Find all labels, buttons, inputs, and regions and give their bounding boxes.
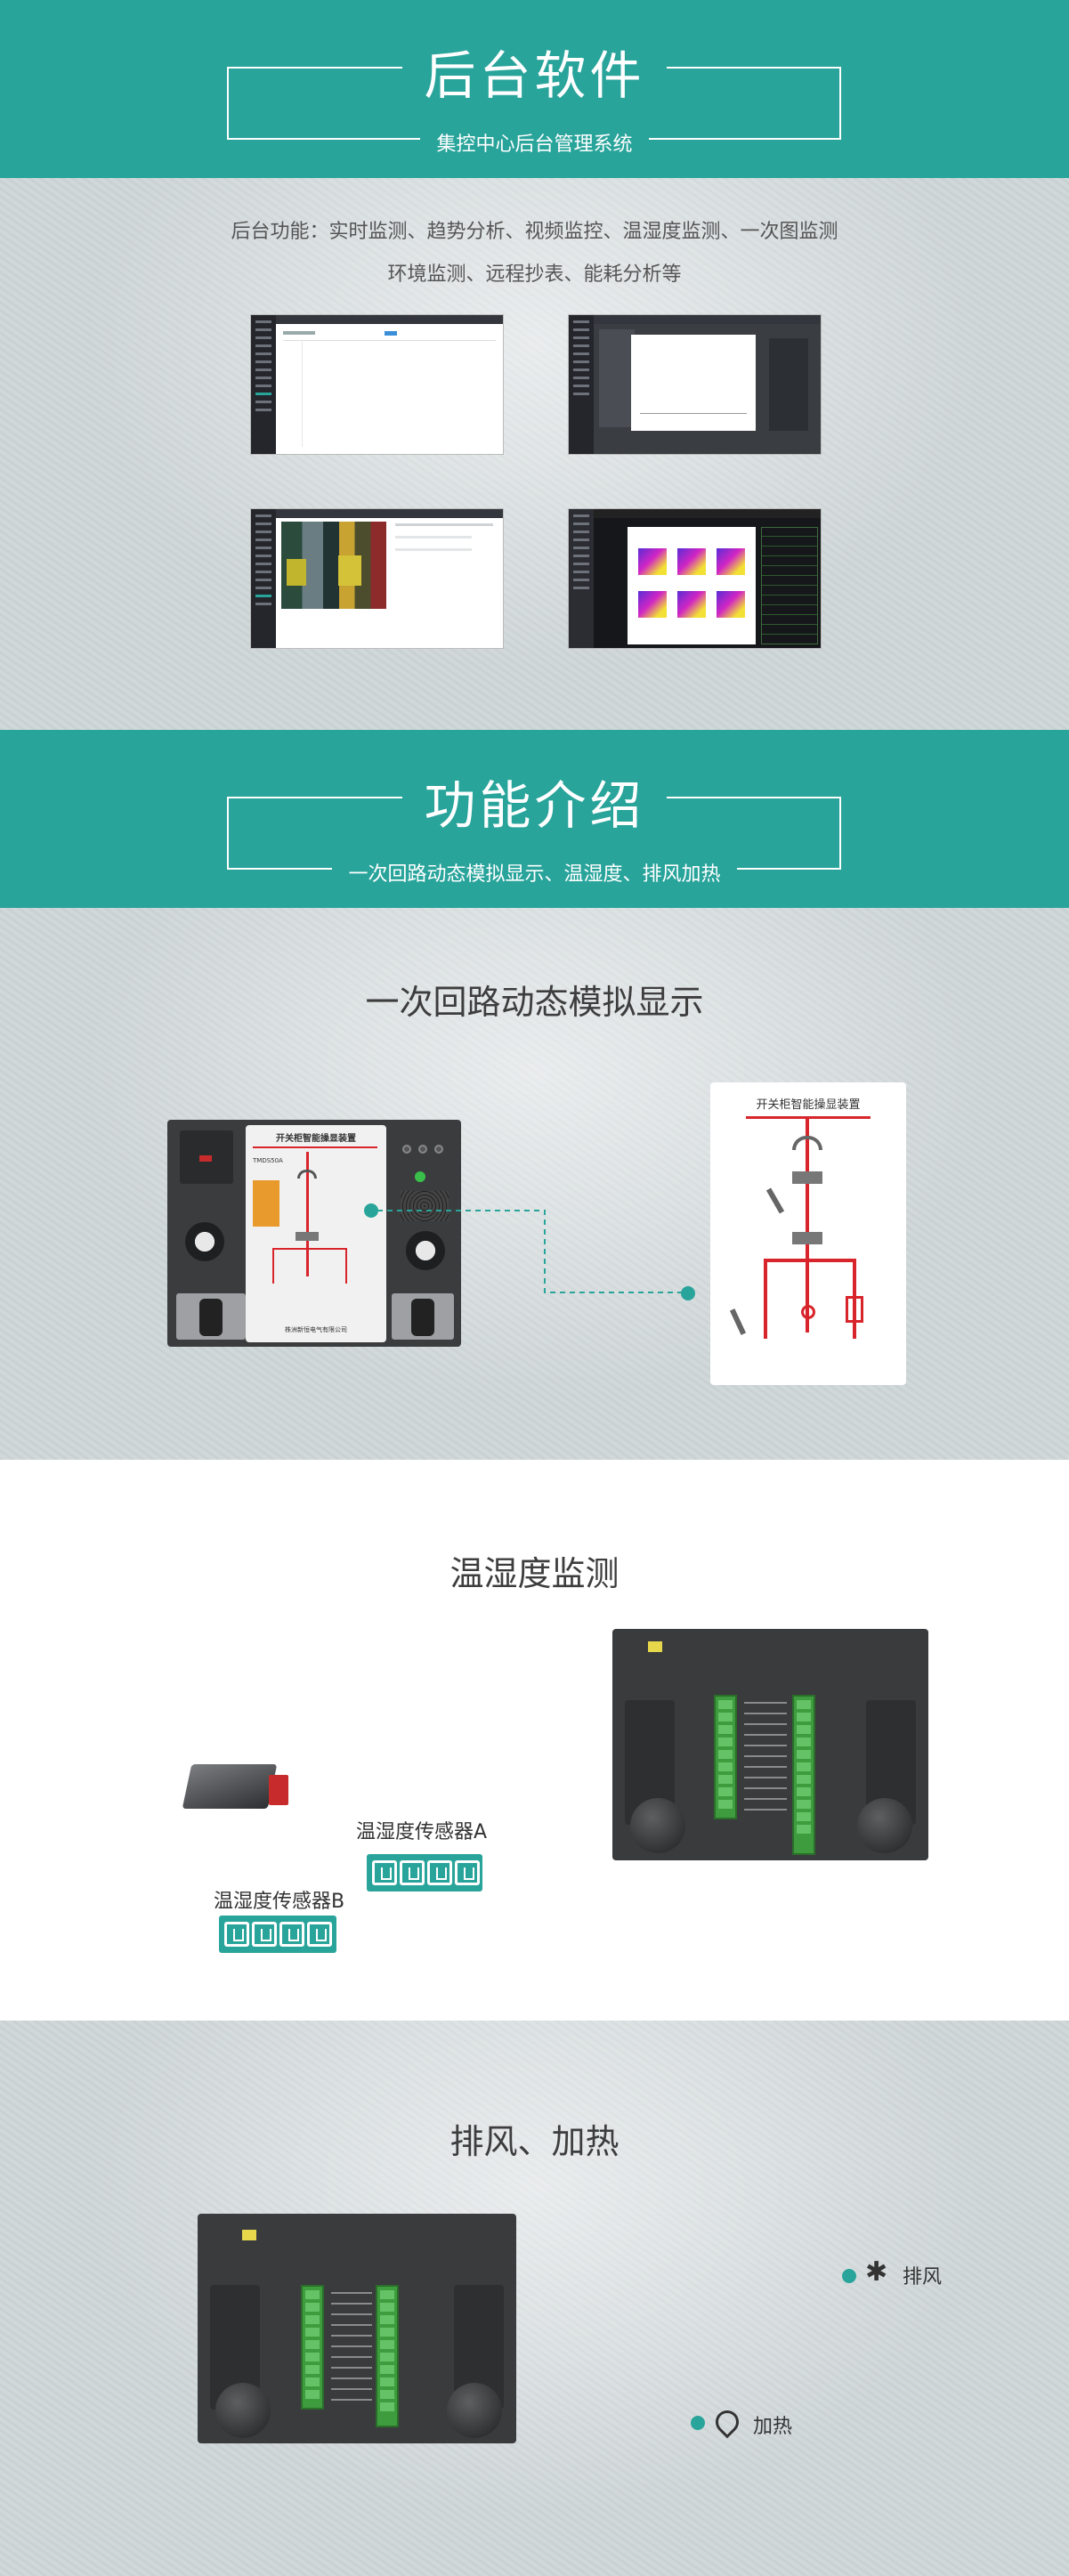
sensor-b-label: 温湿度传感器B bbox=[214, 1891, 345, 1913]
callout-dot-target bbox=[681, 1286, 695, 1300]
features-frame-top-left bbox=[227, 797, 405, 798]
feature2-heading: 温湿度监测 bbox=[449, 1554, 620, 1593]
device-model: TMDS50A bbox=[253, 1157, 283, 1164]
features-frame-top-right bbox=[663, 797, 841, 798]
sensor-b-terminals bbox=[219, 1916, 336, 1953]
sensor-a-terminals bbox=[367, 1854, 482, 1891]
screenshot-video-monitor bbox=[250, 508, 504, 649]
header-frame-top-left bbox=[227, 67, 405, 69]
mimic-diagram-zoom: 开关柜智能操显装置 bbox=[710, 1082, 906, 1385]
rear-knob-left-2 bbox=[215, 2383, 271, 2438]
heat-callout-dot bbox=[691, 2416, 705, 2430]
device-maker: 株洲新恒电气有限公司 bbox=[285, 1326, 347, 1333]
status-leds bbox=[401, 1138, 447, 1164]
mimic-diagram-panel: 开关柜智能操显装置 TMDS50A 株洲新恒电气有限公司 bbox=[246, 1125, 386, 1342]
backend-content-bg bbox=[0, 178, 1069, 730]
section-subtitle-backend: 集控中心后台管理系统 bbox=[420, 128, 649, 157]
fan-label: 排风 bbox=[903, 2266, 943, 2288]
header-frame-top-right bbox=[663, 67, 841, 69]
operation-display-device: 开关柜智能操显装置 TMDS50A 株洲新恒电气有限公司 bbox=[167, 1120, 461, 1347]
speaker-grille bbox=[401, 1191, 449, 1221]
rotary-knob-left[interactable] bbox=[185, 1222, 224, 1261]
rear-knob-right-2 bbox=[447, 2383, 502, 2438]
feature1-heading: 一次回路动态模拟显示 bbox=[365, 983, 704, 1022]
section-title-backend: 后台软件 bbox=[402, 34, 667, 109]
status-led-green bbox=[415, 1171, 425, 1182]
feature3-bg bbox=[0, 2021, 1069, 2576]
zoom-panel-title: 开关柜智能操显装置 bbox=[756, 1098, 861, 1112]
fan-icon: ✱ bbox=[865, 2256, 888, 2288]
rear-switch-2[interactable] bbox=[242, 2230, 256, 2240]
section-title-features: 功能介绍 bbox=[402, 764, 667, 838]
switch-knob-right[interactable] bbox=[392, 1293, 454, 1340]
section-subtitle-features: 一次回路动态模拟显示、温湿度、排风加热 bbox=[332, 858, 737, 887]
header-band-features: 功能介绍 一次回路动态模拟显示、温湿度、排风加热 bbox=[0, 730, 1069, 908]
terminal-block-right-2 bbox=[376, 2285, 399, 2427]
rear-knob-left bbox=[630, 1798, 685, 1853]
device-rear-view bbox=[612, 1629, 928, 1860]
terminal-block-left-2 bbox=[301, 2285, 324, 2410]
terminal-block-left bbox=[714, 1695, 737, 1819]
rear-switch[interactable] bbox=[648, 1641, 662, 1652]
rear-knob-right bbox=[857, 1798, 912, 1853]
indicator-panel bbox=[180, 1130, 233, 1184]
screenshot-realtime-monitor bbox=[250, 314, 504, 455]
feature3-heading: 排风、加热 bbox=[449, 2122, 620, 2161]
switch-knob-left[interactable] bbox=[176, 1293, 246, 1340]
sensor-a-label: 温湿度传感器A bbox=[356, 1821, 488, 1843]
terminal-block-right bbox=[792, 1695, 815, 1855]
heat-label: 加热 bbox=[753, 2416, 793, 2438]
header-band-backend: 后台软件 集控中心后台管理系统 bbox=[0, 0, 1069, 178]
warning-label bbox=[253, 1180, 279, 1227]
device-panel-title: 开关柜智能操显装置 bbox=[276, 1134, 356, 1144]
sensor-module-image bbox=[182, 1755, 290, 1825]
callout-dot-source bbox=[364, 1203, 378, 1218]
screenshot-trend-analysis bbox=[568, 314, 822, 455]
screenshot-thermal-map bbox=[568, 508, 822, 649]
rotary-knob-right[interactable] bbox=[406, 1231, 445, 1270]
backend-desc-line1: 后台功能：实时监测、趋势分析、视频监控、温湿度监测、一次图监测 bbox=[231, 221, 838, 243]
device-rear-view-2 bbox=[198, 2214, 516, 2443]
backend-desc-line2: 环境监测、远程抄表、能耗分析等 bbox=[387, 263, 682, 286]
fan-callout-dot bbox=[842, 2269, 856, 2283]
